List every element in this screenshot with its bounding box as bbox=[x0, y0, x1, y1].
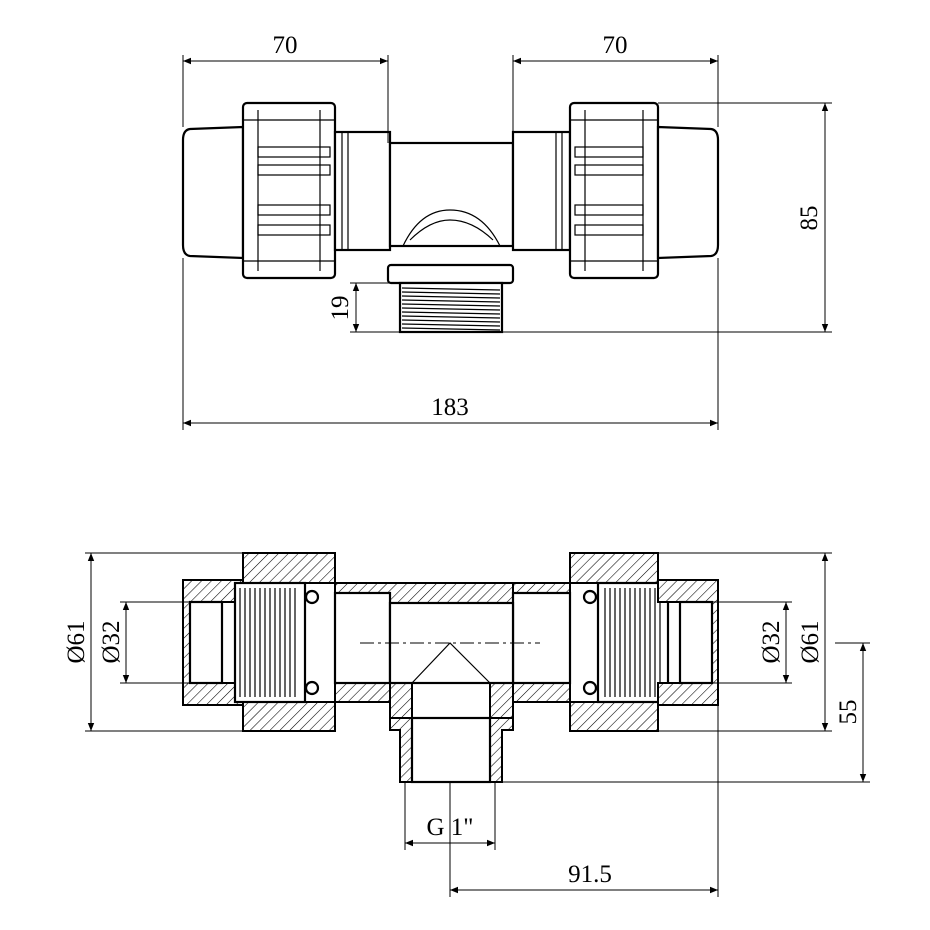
dim-left-length: 70 bbox=[273, 32, 298, 59]
dim-branch-height: 55 bbox=[835, 700, 862, 725]
thread-line bbox=[401, 327, 501, 331]
dim-right-inner-diameter: Ø32 bbox=[758, 620, 785, 663]
thread-line bbox=[401, 299, 501, 303]
thread-line bbox=[401, 323, 501, 327]
thread-line bbox=[401, 311, 501, 315]
dim-left-inner-diameter: Ø32 bbox=[98, 620, 125, 663]
thread-line bbox=[401, 307, 501, 311]
thread-line bbox=[401, 295, 501, 299]
dim-right-outer-diameter: Ø61 bbox=[797, 620, 824, 663]
dim-right-length: 70 bbox=[603, 32, 628, 59]
dim-left-outer-diameter: Ø61 bbox=[63, 620, 90, 663]
dim-total-length: 183 bbox=[431, 394, 469, 421]
top-view: 70 70 85 19 183 bbox=[181, 32, 832, 430]
thread-line bbox=[401, 319, 501, 323]
thread-line bbox=[401, 287, 501, 291]
dim-height: 85 bbox=[796, 206, 823, 231]
dim-half-length: 91.5 bbox=[568, 861, 612, 888]
section-view: Ø61 Ø32 Ø32 Ø61 55 G 1" 91.5 bbox=[63, 552, 870, 897]
thread-line bbox=[401, 315, 501, 319]
thread-line bbox=[401, 291, 501, 295]
thread-line bbox=[401, 303, 501, 307]
dim-thread-length: 19 bbox=[327, 296, 354, 321]
